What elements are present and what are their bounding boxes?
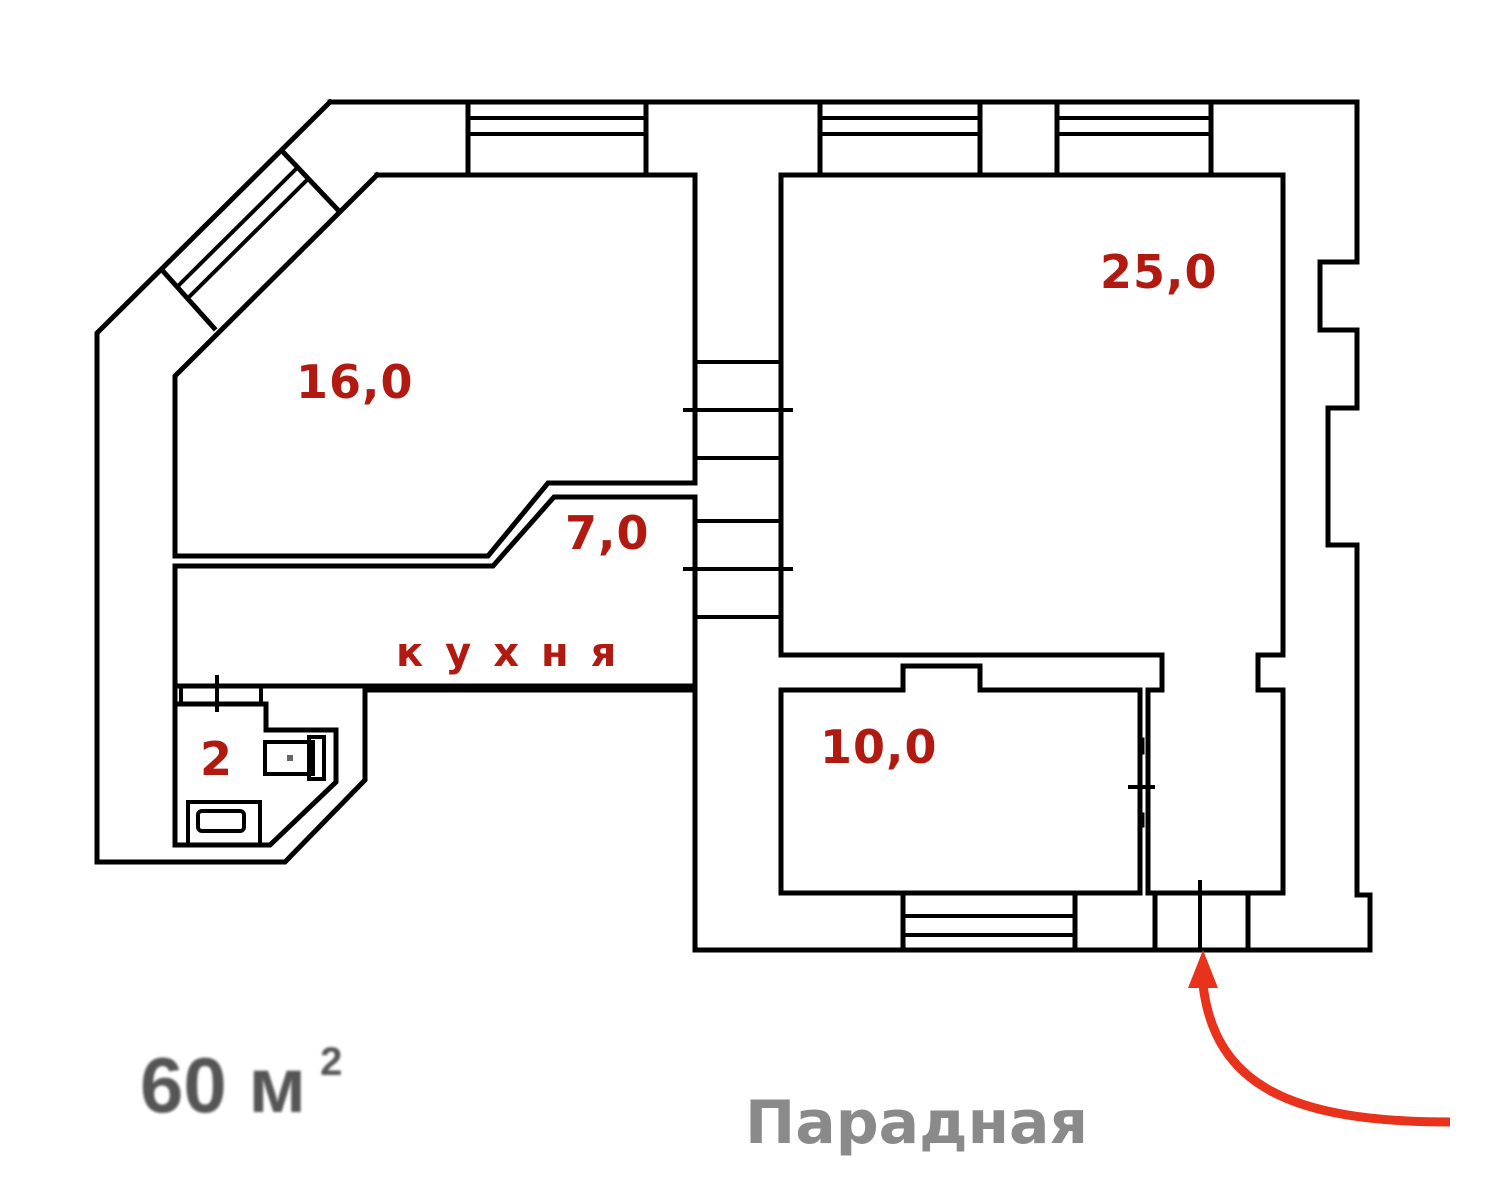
kitchen-label: кухня (396, 630, 639, 676)
window-diagonal (158, 149, 342, 332)
entrance-label: Парадная (745, 1088, 1089, 1158)
total-area-unit-sup: 2 (320, 1040, 343, 1084)
room-10-area: 10,0 (820, 720, 938, 774)
room-16-wall (172, 171, 698, 559)
window-bottom (900, 890, 1078, 953)
corridor-passage (683, 360, 793, 619)
room-7-wall (172, 494, 698, 693)
room-10-wall (778, 663, 1143, 896)
window-top-2 (817, 99, 983, 178)
window-top-3 (1054, 99, 1214, 178)
entrance-door (1152, 880, 1251, 953)
room-25-area: 25,0 (1100, 245, 1218, 299)
entrance-arrow-icon (1188, 950, 1451, 1127)
total-area: 60 м 2 (140, 1040, 342, 1131)
bathroom-area: 2 (200, 732, 234, 786)
room-25-wall (778, 172, 1286, 896)
toilet-icon (263, 735, 326, 781)
room-16-area: 16,0 (296, 355, 414, 409)
total-area-value: 60 м (140, 1041, 307, 1129)
window-top-1 (465, 99, 649, 178)
bathtub-icon (186, 800, 262, 847)
room-7-area: 7,0 (565, 506, 650, 560)
outer-wall (94, 98, 1373, 953)
